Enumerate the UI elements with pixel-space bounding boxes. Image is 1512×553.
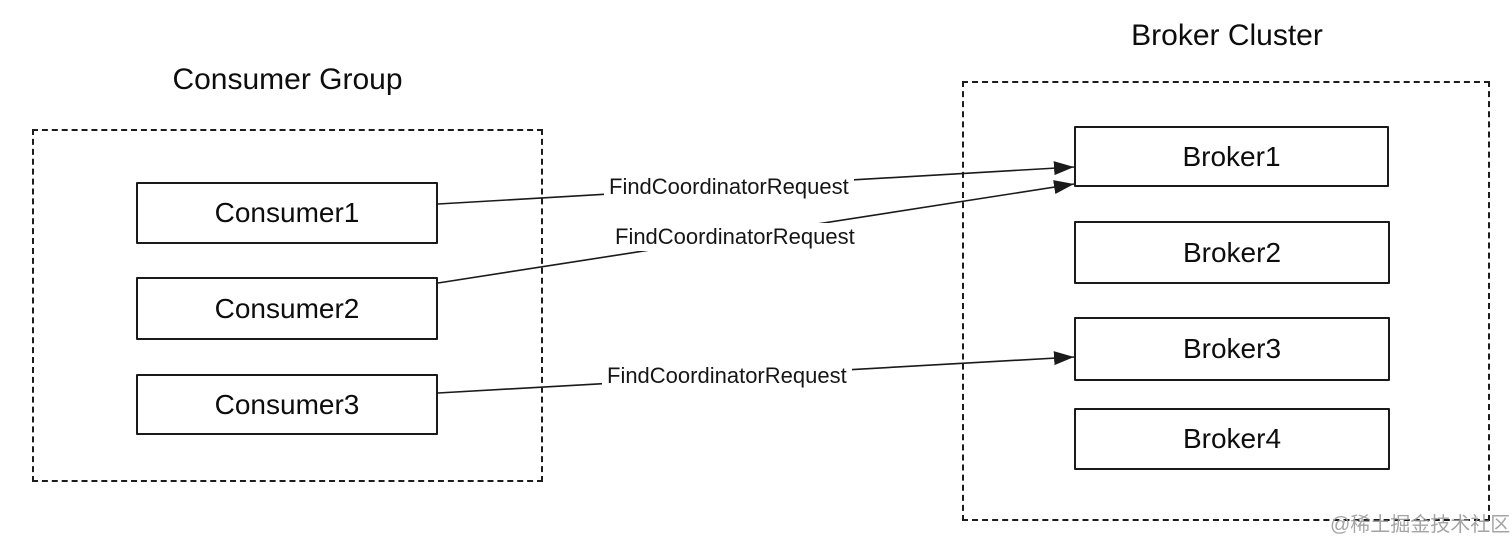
- find-coordinator-request-label-3: FindCoordinatorRequest: [602, 362, 852, 390]
- consumer1-label: Consumer1: [214, 197, 360, 228]
- broker2-box: Broker2: [1074, 221, 1390, 284]
- consumer2-box: Consumer2: [136, 277, 438, 340]
- broker3-box: Broker3: [1074, 317, 1390, 381]
- consumer-group-container: [32, 129, 543, 482]
- juejin-watermark: @稀土掘金技术社区: [1330, 514, 1511, 536]
- broker4-label: Broker4: [1182, 423, 1282, 454]
- broker1-label: Broker1: [1182, 140, 1281, 172]
- consumer2-label: Consumer2: [214, 292, 360, 324]
- consumer-group-title: Consumer Group: [172, 63, 403, 96]
- find-coordinator-request-label-2: FindCoordinatorRequest: [610, 223, 860, 251]
- broker1-box: Broker1: [1074, 126, 1389, 187]
- consumer3-label: Consumer3: [214, 388, 360, 420]
- find-coordinator-request-label-1: FindCoordinatorRequest: [604, 173, 854, 201]
- broker-cluster-container: [962, 81, 1490, 521]
- consumer3-box: Consumer3: [136, 374, 438, 435]
- broker-cluster-title: Broker Cluster: [1131, 19, 1323, 52]
- broker2-label: Broker2: [1182, 236, 1282, 268]
- broker3-label: Broker3: [1182, 333, 1282, 364]
- broker4-box: Broker4: [1074, 408, 1390, 470]
- consumer1-box: Consumer1: [136, 182, 438, 244]
